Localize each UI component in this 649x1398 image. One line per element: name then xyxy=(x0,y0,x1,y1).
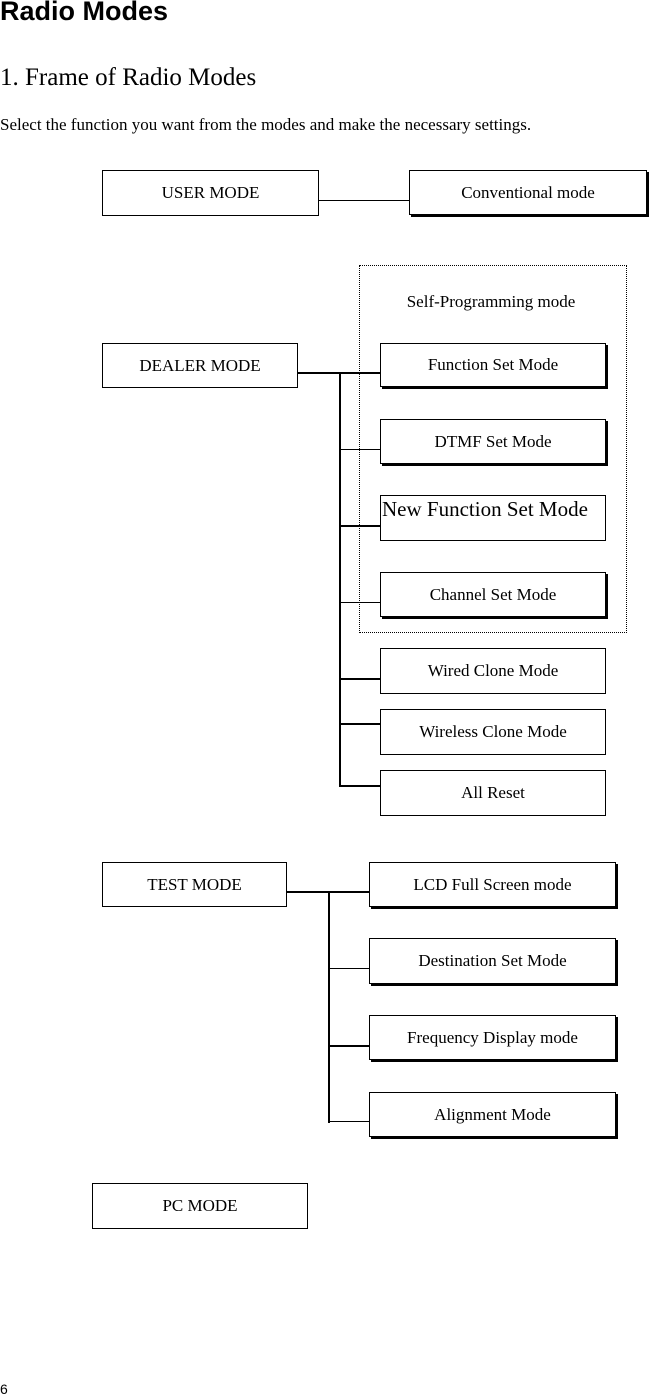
page-number: 6 xyxy=(0,1381,8,1397)
new-function-set-mode-box: New Function Set Mode xyxy=(380,495,606,541)
intro-text: Select the function you want from the mo… xyxy=(0,115,532,134)
dealer-mode-box: DEALER MODE xyxy=(102,343,298,388)
conventional-mode-box: Conventional mode xyxy=(409,170,647,215)
connector-line xyxy=(340,785,381,787)
pc-mode-box: PC MODE xyxy=(92,1183,308,1229)
lcd-full-screen-mode-box: LCD Full Screen mode xyxy=(369,862,616,907)
connector-line xyxy=(329,1045,370,1047)
user-mode-box: USER MODE xyxy=(102,170,319,216)
self-programming-label: Self-Programming mode xyxy=(406,292,576,311)
wireless-clone-mode-box: Wireless Clone Mode xyxy=(380,709,606,755)
alignment-mode-box: Alignment Mode xyxy=(369,1092,616,1137)
channel-set-mode-box: Channel Set Mode xyxy=(380,572,606,617)
connector-trunk xyxy=(339,372,341,787)
wired-clone-mode-box: Wired Clone Mode xyxy=(380,648,606,694)
connector-line xyxy=(329,891,370,893)
connector-line xyxy=(319,200,409,201)
destination-set-mode-box: Destination Set Mode xyxy=(369,938,616,984)
all-reset-box: All Reset xyxy=(380,770,606,816)
connector-line xyxy=(340,602,381,603)
connector-trunk xyxy=(328,891,330,1123)
connector-line xyxy=(329,968,370,969)
dtmf-set-mode-box: DTMF Set Mode xyxy=(380,419,606,464)
page-heading: Radio Modes xyxy=(0,0,169,26)
connector-line xyxy=(340,372,381,374)
frequency-display-mode-box: Frequency Display mode xyxy=(369,1015,616,1060)
connector-line xyxy=(340,678,381,680)
connector-line xyxy=(340,723,381,725)
connector-line xyxy=(340,525,381,527)
connector-line xyxy=(340,449,381,450)
connector-line xyxy=(329,1121,370,1122)
connector-line xyxy=(287,891,329,893)
test-mode-box: TEST MODE xyxy=(102,862,287,907)
connector-line xyxy=(298,372,340,374)
section-title: 1. Frame of Radio Modes xyxy=(0,64,257,91)
function-set-mode-box: Function Set Mode xyxy=(380,343,606,387)
